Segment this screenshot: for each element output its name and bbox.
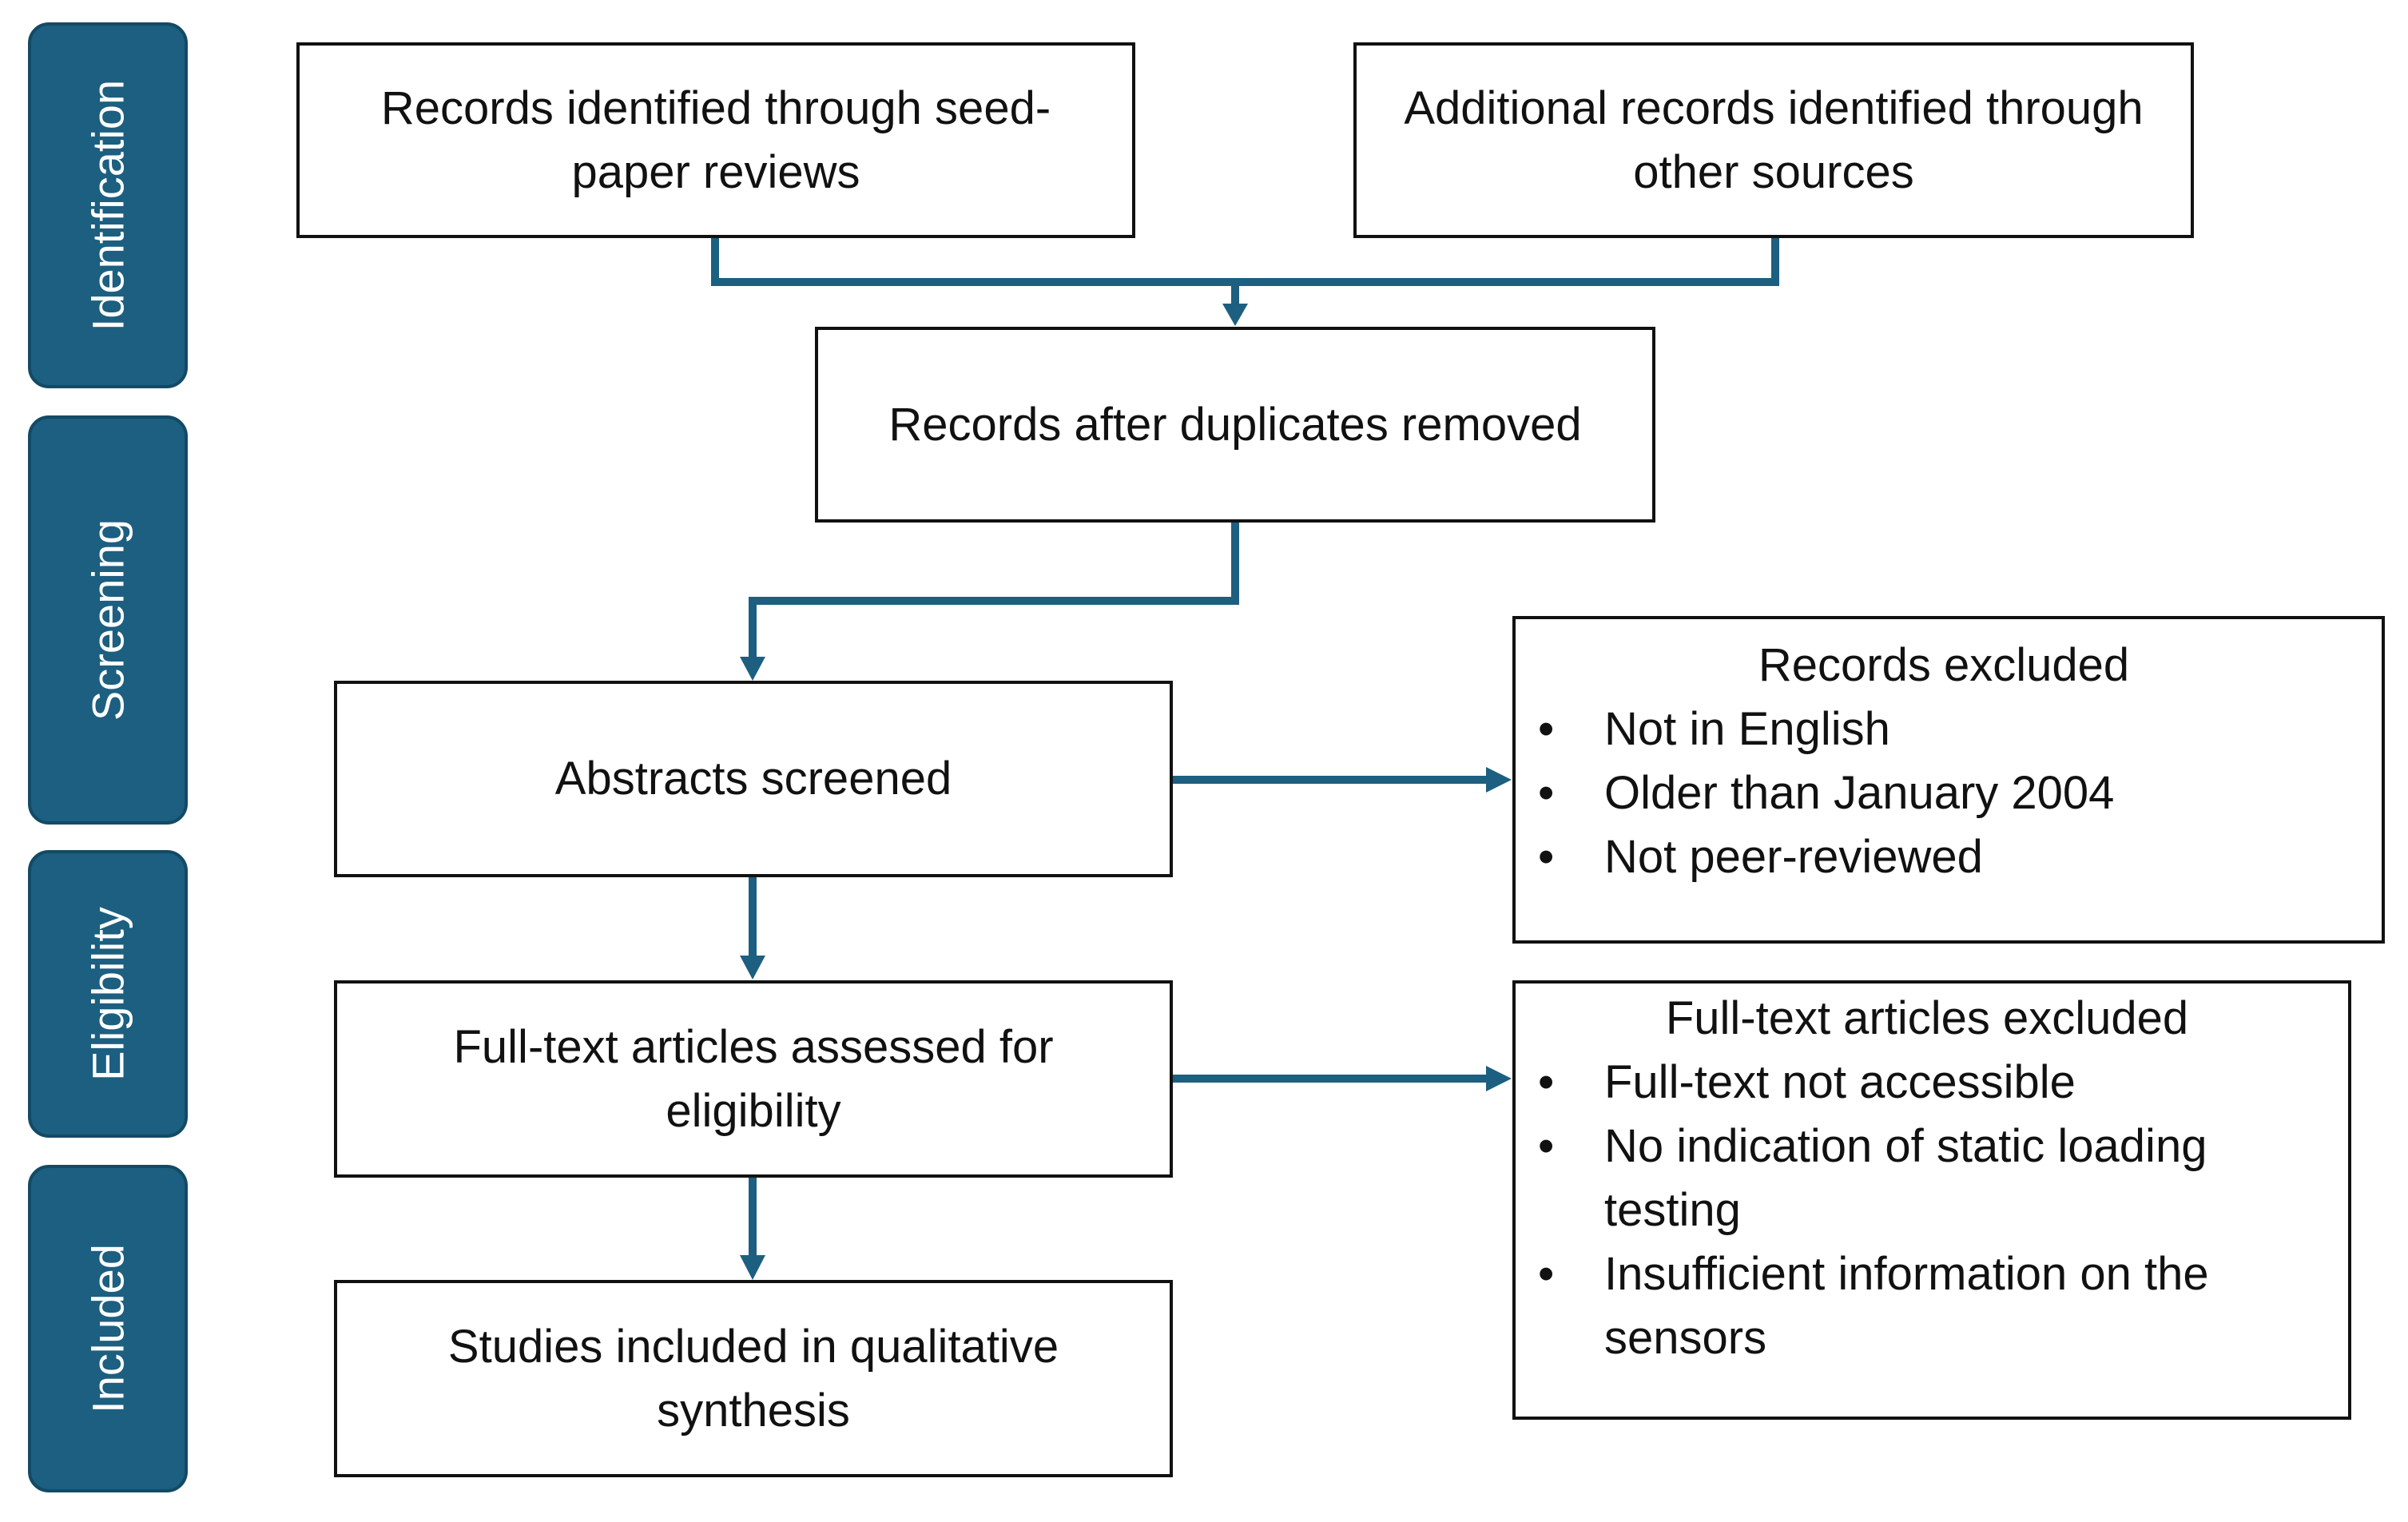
box-text: Records identified through seed-paper re…: [380, 81, 1051, 198]
phase-eligibility: Eligibility: [28, 850, 188, 1138]
list-item: No indication of static loading testing: [1538, 1115, 2316, 1242]
box-deduplicated: Records after duplicates removed: [815, 327, 1655, 523]
arrowhead-fulltext-excluded: [1486, 1066, 1512, 1091]
box-text: Studies included in qualitative synthesi…: [447, 1320, 1059, 1437]
fulltext-excluded-list: Full-text not accessible No indication o…: [1538, 1051, 2316, 1370]
box-text: Records after duplicates removed: [888, 398, 1582, 451]
box-records-excluded: Records excluded Not in English Older th…: [1512, 616, 2385, 944]
connector-other-to-merge: [1235, 238, 1779, 286]
box-text: Full-text articles assessed for eligibil…: [453, 1020, 1054, 1137]
connector-dedup-to-abstracts: [749, 523, 1239, 663]
fulltext-excluded-title: Full-text articles excluded: [1665, 992, 2189, 1044]
box-text: Abstracts screened: [554, 753, 952, 805]
records-excluded-list: Not in English Older than January 2004 N…: [1538, 697, 2350, 889]
box-text: Additional records identified through ot…: [1404, 81, 2144, 198]
list-item: Full-text not accessible: [1538, 1051, 2316, 1115]
arrowhead-records-excluded: [1486, 767, 1512, 793]
list-item: Older than January 2004: [1538, 761, 2350, 825]
phase-identification: Identification: [28, 22, 188, 388]
phase-included: Included: [28, 1165, 188, 1492]
list-item: Not peer-reviewed: [1538, 825, 2350, 889]
connector-seed-to-merge: [711, 238, 1235, 286]
box-seed-records: Records identified through seed-paper re…: [296, 42, 1135, 238]
list-item: Not in English: [1538, 697, 2350, 761]
box-other-records: Additional records identified through ot…: [1353, 42, 2194, 238]
box-fulltext-excluded: Full-text articles excluded Full-text no…: [1512, 980, 2351, 1420]
arrowhead-fulltext: [740, 956, 765, 980]
box-fulltext-assessed: Full-text articles assessed for eligibil…: [334, 980, 1173, 1178]
box-studies-included: Studies included in qualitative synthesi…: [334, 1280, 1173, 1477]
arrowhead-abstracts: [740, 657, 765, 681]
phase-screening: Screening: [28, 415, 188, 825]
list-item: Insufficient information on the sensors: [1538, 1242, 2316, 1370]
arrowhead-dedup: [1222, 304, 1248, 326]
arrowhead-included: [740, 1255, 765, 1280]
records-excluded-title: Records excluded: [1758, 639, 2130, 691]
box-abstracts-screened: Abstracts screened: [334, 681, 1173, 877]
